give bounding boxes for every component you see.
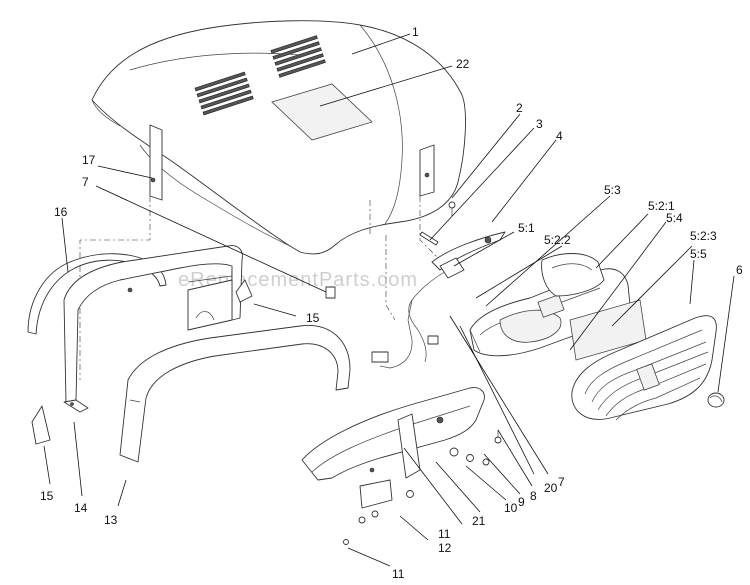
headlight-socket <box>439 257 465 279</box>
callout-label: 11 <box>392 567 405 581</box>
front-trim-strip <box>27 253 167 335</box>
callout-label: 5:2:1 <box>648 199 675 213</box>
callout-label: 3 <box>536 117 543 131</box>
callout-label: 20 <box>544 481 558 495</box>
callout-label: 21 <box>472 514 486 528</box>
callout-label: 11 <box>438 527 451 541</box>
rubber-bumper-upper <box>235 279 253 303</box>
clip-part <box>325 286 336 299</box>
nose-grille <box>571 315 717 421</box>
callout-label: 5:1 <box>518 221 535 235</box>
emblem-plate <box>636 363 660 391</box>
callout-labels: 1 22 2 3 4 17 7 16 5:3 5:2:1 5:1 5:2:2 5… <box>40 25 743 581</box>
callout-label: 7 <box>558 475 565 489</box>
connector-plug <box>371 351 389 363</box>
callout-label: 14 <box>74 501 88 515</box>
hood <box>91 20 466 255</box>
callout-label: 5:2:2 <box>544 233 571 247</box>
callout-label: 2 <box>516 101 523 115</box>
callout-label: 5:3 <box>604 183 621 197</box>
rubber-bumper-lower <box>31 405 51 445</box>
guide-line <box>79 196 151 380</box>
grille-frame <box>469 268 631 357</box>
callout-label: 6 <box>736 263 743 277</box>
callout-label: 22 <box>456 57 470 71</box>
callout-label: 12 <box>438 541 452 555</box>
headlight-lens <box>499 309 562 343</box>
decal-panel <box>271 83 373 141</box>
vent-lower <box>194 71 254 116</box>
callout-label: 1 <box>412 25 419 39</box>
callout-label: 8 <box>530 489 537 503</box>
callout-label: 5:5 <box>690 247 707 261</box>
hood-bracket-left <box>149 124 163 201</box>
hood-bracket-right <box>419 144 435 197</box>
hardware-stack <box>449 430 502 466</box>
fender-rear <box>63 245 243 403</box>
emblem-cap <box>707 392 725 408</box>
callout-label: 10 <box>504 501 518 515</box>
wiring-harness <box>371 257 465 369</box>
callout-label: 5:2:3 <box>690 229 717 243</box>
callout-label: 4 <box>556 129 563 143</box>
bolt-small <box>448 201 456 216</box>
callout-label: 16 <box>54 205 68 219</box>
callout-label: 7 <box>82 175 89 189</box>
headlight-housing <box>541 253 605 297</box>
fender-left <box>119 325 351 463</box>
callout-label: 15 <box>40 489 54 503</box>
callout-label: 15 <box>306 311 320 325</box>
callout-label: 17 <box>82 153 96 167</box>
callout-label: 13 <box>104 513 118 527</box>
fender-bracket <box>63 399 89 413</box>
hinge-pin <box>419 231 439 246</box>
front-support-bracket <box>301 387 485 509</box>
guide-line <box>385 235 396 321</box>
vent-upper <box>270 35 326 78</box>
guide-line <box>419 196 441 261</box>
leader-lines <box>43 33 735 567</box>
bolt-lower <box>343 490 414 545</box>
callout-label: 9 <box>518 495 525 509</box>
callout-label: 5:4 <box>666 211 683 225</box>
